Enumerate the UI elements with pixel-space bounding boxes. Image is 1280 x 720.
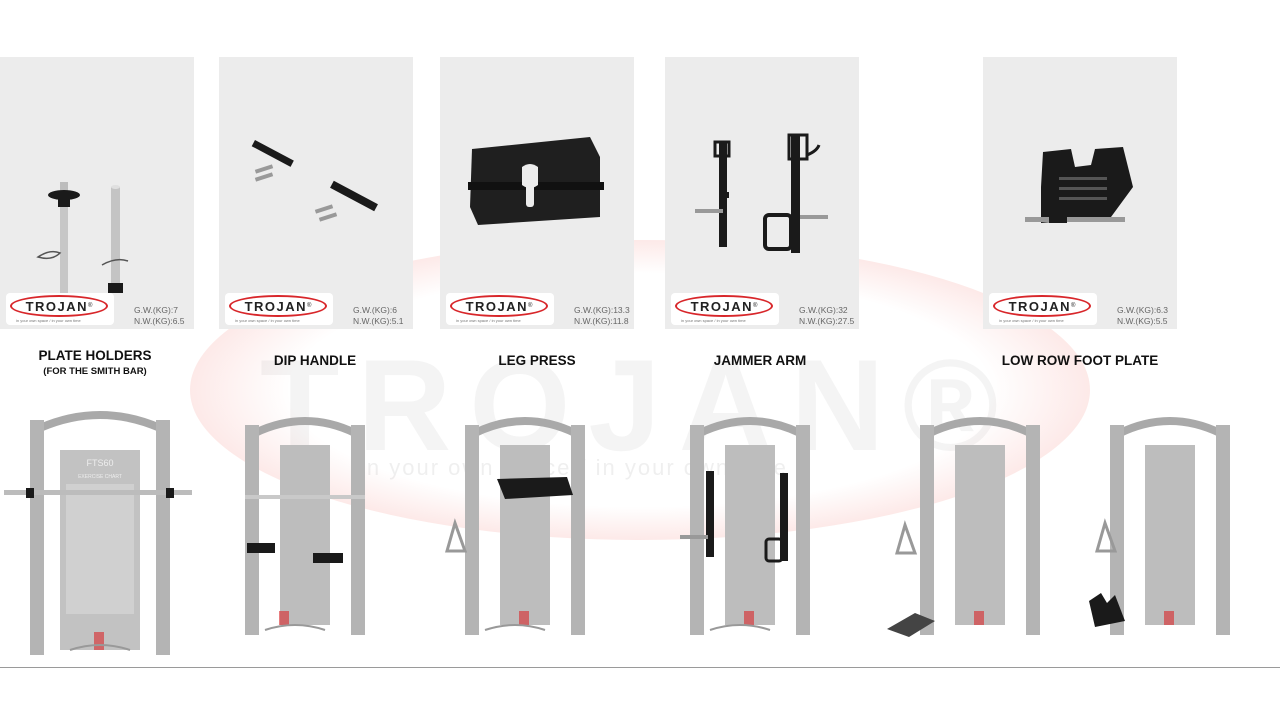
weights-info: G.W.(KG):6 N.W.(KG):5.1 xyxy=(353,305,404,327)
net-weight: N.W.(KG):6.5 xyxy=(134,316,185,326)
product-card-leg-press: TROJAN® in your own space / in your own … xyxy=(440,57,634,329)
product-card-dip-handle: TROJAN® in your own space / in your own … xyxy=(219,57,413,329)
low-row-foot-plate-image xyxy=(1025,147,1133,223)
net-weight: N.W.(KG):27.5 xyxy=(799,316,855,326)
brand-plate: FTS60 xyxy=(86,458,113,468)
gross-weight: G.W.(KG):6 xyxy=(353,305,397,315)
net-weight: N.W.(KG):5.1 xyxy=(353,316,404,326)
gross-weight: G.W.(KG):13.3 xyxy=(574,305,630,315)
product-card-jammer-arm: TROJAN® in your own space / in your own … xyxy=(665,57,859,329)
leg-press-image xyxy=(468,137,604,225)
product-title-jammer-arm: JAMMER ARM xyxy=(713,353,807,368)
product-title-low-row-foot-plate: LOW ROW FOOT PLATE xyxy=(1001,353,1159,368)
jammer-arm-image xyxy=(695,133,828,253)
machine-with-jammer-arm xyxy=(680,417,810,635)
product-title-plate-holders: PLATE HOLDERS xyxy=(38,348,152,363)
machine-with-dip-handle xyxy=(245,417,365,635)
weights-info: G.W.(KG):6.3 N.W.(KG):5.5 xyxy=(1117,305,1168,327)
machine-with-leg-press xyxy=(445,417,585,635)
net-weight: N.W.(KG):11.8 xyxy=(574,316,629,326)
trojan-logo: TROJAN® in your own space / in your own … xyxy=(989,293,1097,325)
gross-weight: G.W.(KG):6.3 xyxy=(1117,305,1169,315)
trojan-logo: TROJAN® in your own space / in your own … xyxy=(446,293,554,325)
bottom-divider xyxy=(0,667,1280,668)
product-subtitle-plate-holders: (FOR THE SMITH BAR) xyxy=(43,366,147,377)
weights-info: G.W.(KG):7 N.W.(KG):6.5 xyxy=(134,305,185,327)
trojan-logo: TROJAN® in your own space / in your own … xyxy=(671,293,779,325)
plate-holders-image xyxy=(36,182,129,293)
dip-handle-image xyxy=(251,140,378,222)
machine-with-plate-holders: FTS60 EXERCISE CHART xyxy=(4,411,192,655)
product-title-leg-press: LEG PRESS xyxy=(498,353,576,368)
machine-with-low-row-foot-plate-mounted xyxy=(1089,417,1230,635)
gross-weight: G.W.(KG):32 xyxy=(799,305,848,315)
product-title-dip-handle: DIP HANDLE xyxy=(273,353,357,368)
machine-with-low-row-foot-plate-floor xyxy=(887,417,1040,637)
gross-weight: G.W.(KG):7 xyxy=(134,305,178,315)
net-weight: N.W.(KG):5.5 xyxy=(1117,316,1168,326)
product-card-plate-holders: TROJAN® in your own space / in your own … xyxy=(0,57,194,329)
trojan-logo: TROJAN® in your own space / in your own … xyxy=(6,293,114,325)
product-card-low-row-foot-plate: TROJAN® in your own space / in your own … xyxy=(983,57,1177,329)
exercise-chart-title: EXERCISE CHART xyxy=(78,474,122,480)
trojan-logo: TROJAN® in your own space / in your own … xyxy=(225,293,333,325)
weights-info: G.W.(KG):32 N.W.(KG):27.5 xyxy=(799,305,854,327)
weights-info: G.W.(KG):13.3 N.W.(KG):11.8 xyxy=(574,305,630,327)
